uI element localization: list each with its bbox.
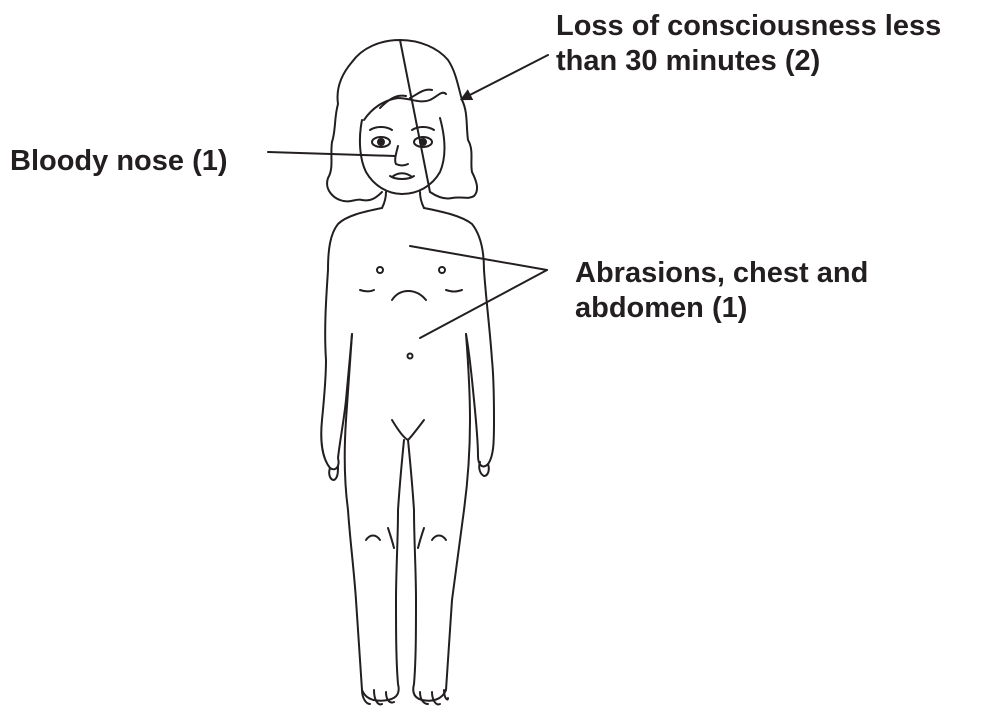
annotation-loc-line1: Loss of consciousness less: [556, 9, 941, 44]
hair-fringe: [364, 90, 446, 120]
annotation-loc-line2: than 30 minutes (2): [556, 44, 941, 79]
annotation-abrasions-line1: Abrasions, chest and: [575, 256, 868, 291]
annotation-loss-of-consciousness: Loss of consciousness less than 30 minut…: [556, 9, 941, 79]
hair-outline: [327, 40, 477, 201]
annotation-bloody-nose: Bloody nose (1): [10, 144, 228, 179]
leader-line-loc: [462, 55, 548, 99]
annotation-abrasions: Abrasions, chest and abdomen (1): [575, 256, 868, 326]
leader-line-abrasions-abdomen: [420, 270, 547, 338]
right-leg: [408, 334, 470, 701]
left-leg: [345, 334, 404, 701]
annotation-abrasions-line2: abdomen (1): [575, 291, 868, 326]
nose: [395, 146, 408, 166]
leader-line-abrasions-chest: [410, 246, 547, 270]
annotation-nose-line1: Bloody nose (1): [10, 144, 228, 179]
navel: [408, 354, 413, 359]
